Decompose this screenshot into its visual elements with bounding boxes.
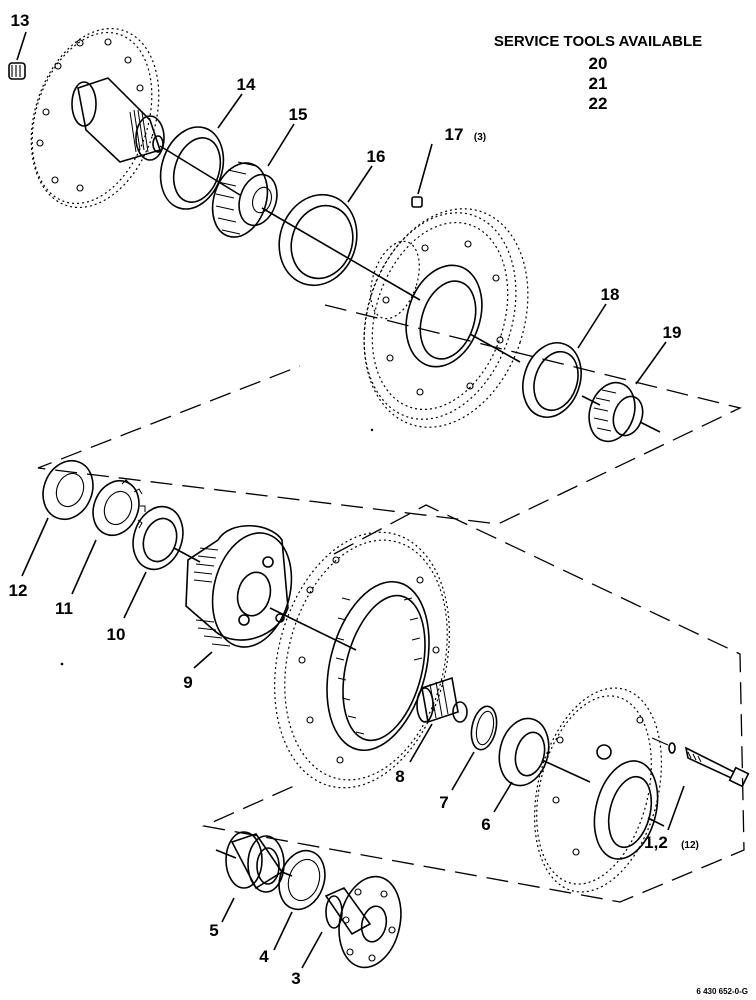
service-tool-number: 22 [589, 94, 608, 113]
service-tools-title: SERVICE TOOLS AVAILABLE [494, 33, 702, 50]
callout-17-qty: (3) [474, 132, 486, 143]
part-wheel-hub [363, 208, 529, 428]
part-spindle-flange [30, 27, 165, 209]
callout-5: 5 [209, 921, 218, 940]
part-16-bearing-cup [278, 193, 358, 287]
part-13-nut [8, 62, 26, 80]
part-19-bearing-cone [588, 381, 644, 443]
part-3-flange [324, 875, 402, 969]
callout-6: 6 [481, 815, 490, 834]
axis-line [469, 333, 521, 363]
part-15-bearing-cone [211, 161, 278, 238]
callout-18: 18 [601, 285, 620, 304]
callout-14: 14 [237, 75, 256, 94]
service-tools-header: SERVICE TOOLS AVAILABLE 20 21 22 [494, 33, 702, 113]
part-12-washer [42, 459, 94, 521]
callout-12: 12 [9, 581, 28, 600]
callout-13: 13 [11, 11, 30, 30]
axis-line [639, 421, 661, 433]
part-9-planet-carrier [185, 524, 293, 648]
axis-line [647, 817, 665, 827]
callout-10: 10 [107, 625, 126, 644]
axis-line [215, 849, 237, 859]
axis-line [581, 395, 601, 406]
leader-lines [16, 31, 685, 969]
service-tool-number: 20 [589, 54, 608, 73]
group-boundary [37, 304, 742, 525]
axis-line [173, 547, 201, 563]
group-boundary [201, 504, 745, 903]
callout-1-2-qty: (12) [681, 840, 699, 851]
axis-line [159, 145, 241, 196]
axis-line [261, 207, 421, 301]
part-6-bearing [498, 717, 550, 787]
callout-8: 8 [395, 767, 404, 786]
callout-7: 7 [439, 793, 448, 812]
callout-labels: 13 14 15 16 17 (3) 18 19 12 11 10 9 8 7 … [9, 11, 699, 988]
callout-11: 11 [55, 599, 73, 618]
figure-id: 6 430 652-0-G [696, 987, 748, 996]
part-1-2-bolt-washer [651, 737, 750, 788]
part-10-race [132, 505, 184, 571]
callout-15: 15 [289, 105, 308, 124]
callout-19: 19 [663, 323, 682, 342]
stray-mark [60, 662, 64, 666]
stray-mark [370, 428, 374, 432]
part-7-snap-ring [470, 705, 498, 751]
part-11-tab-washer [92, 479, 146, 537]
part-18-bearing-cup [522, 342, 582, 418]
callout-1-2: 1,2 [644, 833, 668, 852]
callout-4: 4 [259, 947, 269, 966]
part-17-screw [411, 196, 423, 208]
part-14-bearing-cup [159, 126, 225, 210]
part-end-cover [533, 687, 663, 893]
callout-3: 3 [291, 969, 300, 988]
service-tool-number: 21 [589, 74, 608, 93]
callout-17: 17 [445, 125, 464, 144]
part-8-sun-gear [416, 676, 468, 724]
axis-line [281, 871, 293, 877]
axis-line [541, 759, 591, 783]
axis-line [269, 607, 357, 651]
part-5-bearing [225, 831, 285, 893]
callout-16: 16 [367, 147, 386, 166]
callout-9: 9 [183, 673, 192, 692]
